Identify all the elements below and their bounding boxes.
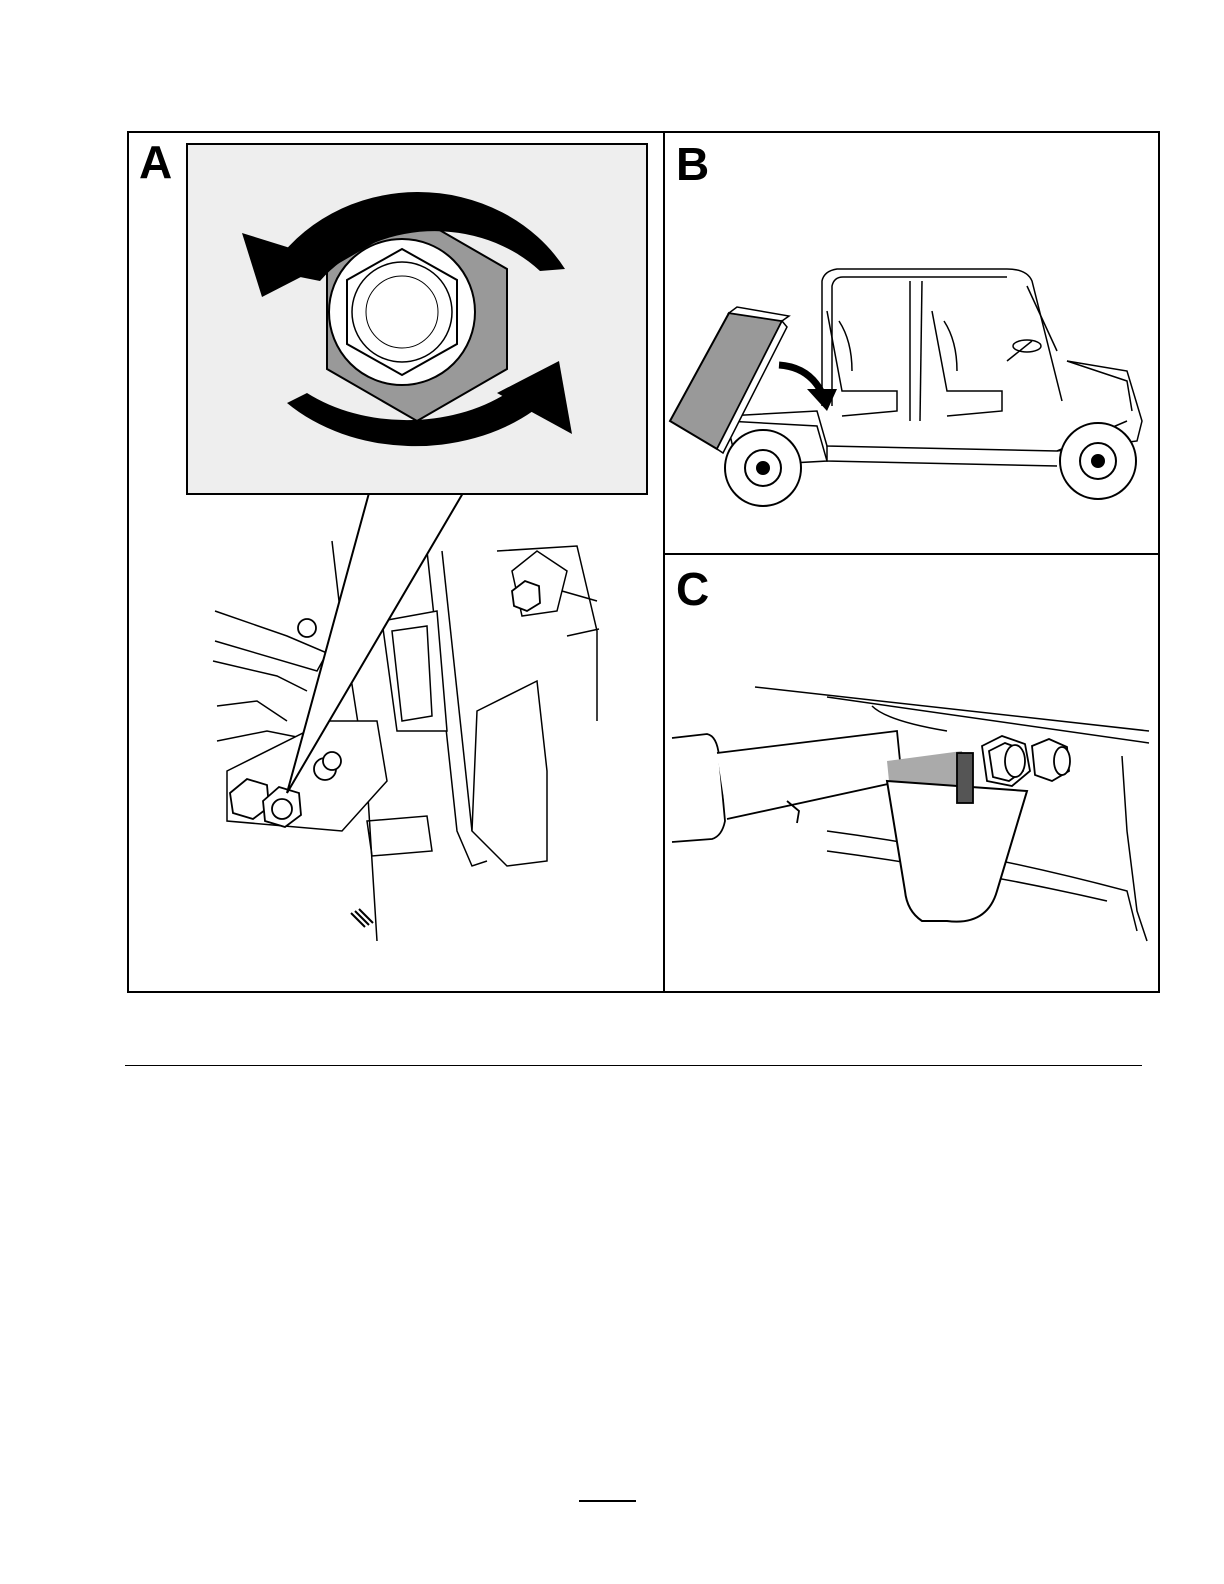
panel-a-label: A (139, 136, 172, 188)
instruction-figure: A (127, 131, 1160, 993)
panel-b-label: B (676, 138, 709, 190)
page-footer-mark (579, 1500, 636, 1502)
panel-c-label: C (676, 563, 709, 615)
horizontal-rule (125, 1065, 1142, 1066)
